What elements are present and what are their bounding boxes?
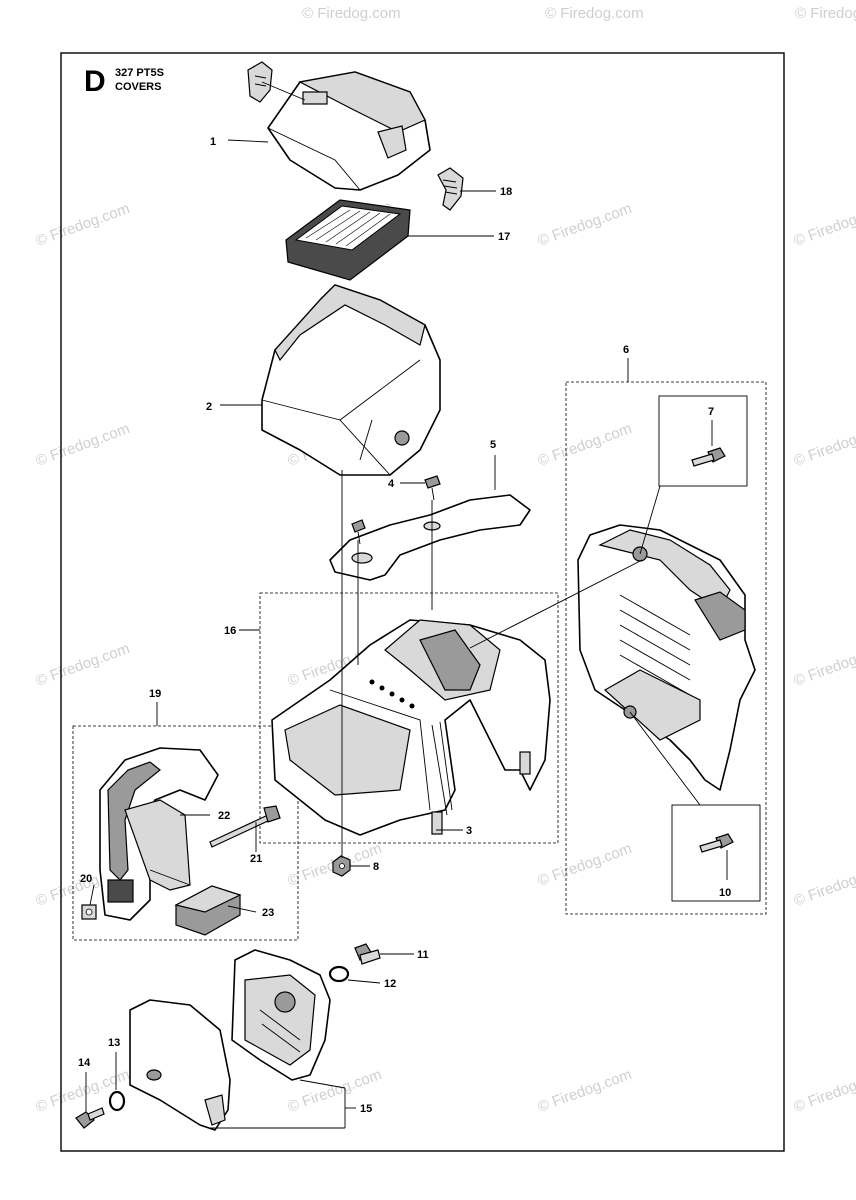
callout-1: 1 xyxy=(210,136,216,148)
filter-housing-part xyxy=(261,284,441,476)
air-filter-part xyxy=(285,199,411,281)
callout-7: 7 xyxy=(708,406,714,418)
callout-11: 11 xyxy=(417,949,429,961)
callout-10: 10 xyxy=(719,887,731,899)
clamp-part-23 xyxy=(174,885,242,936)
model-number: 327 PT5S xyxy=(115,67,164,79)
callout-6: 6 xyxy=(623,344,629,356)
callout-22: 22 xyxy=(218,810,230,822)
cylinder-cover-part xyxy=(271,619,551,836)
box-part-10 xyxy=(671,804,761,902)
watermark: © Firedog.com xyxy=(536,420,634,470)
watermark: © Firedog.com xyxy=(792,420,856,470)
callout-3: 3 xyxy=(466,825,472,837)
watermark: © Firedog.com xyxy=(34,200,132,250)
o-ring-part-12 xyxy=(328,965,350,983)
callout-16: 16 xyxy=(224,625,236,637)
nut-part-20 xyxy=(81,904,97,920)
rear-cover-part xyxy=(577,524,756,791)
callout-13: 13 xyxy=(108,1037,120,1049)
callout-2: 2 xyxy=(206,401,212,413)
screw-part-4 xyxy=(424,475,441,501)
watermark: © Firedog.com xyxy=(792,1066,856,1116)
callout-23: 23 xyxy=(262,907,274,919)
screw-part-7 xyxy=(691,447,726,467)
handle-part-19 xyxy=(99,747,219,921)
watermark: © Firedog.com xyxy=(34,640,132,690)
callout-15: 15 xyxy=(360,1103,372,1115)
bolt-part-11 xyxy=(354,943,381,965)
callout-19: 19 xyxy=(149,688,161,700)
callout-labels: 1 2 3 4 5 6 7 8 10 11 12 13 14 15 16 17 … xyxy=(78,136,731,1115)
callout-20: 20 xyxy=(80,873,92,885)
box-part-7 xyxy=(658,395,748,487)
clip-part-18 xyxy=(437,167,464,211)
callout-8: 8 xyxy=(373,861,379,873)
watermark: © Firedog.com xyxy=(536,200,634,250)
callout-5: 5 xyxy=(490,439,496,451)
callout-14: 14 xyxy=(78,1057,91,1069)
callout-4: 4 xyxy=(388,478,395,490)
callout-12: 12 xyxy=(384,978,396,990)
page-title: COVERS xyxy=(115,81,161,93)
screw-part xyxy=(351,519,366,545)
watermark: © Firedog.com xyxy=(792,860,856,910)
watermark: © Firedog.com xyxy=(536,840,634,890)
screw-part-10 xyxy=(699,833,734,853)
front-cover-part-15 xyxy=(129,999,231,1131)
watermark: © Firedog.com xyxy=(302,5,401,22)
callout-18: 18 xyxy=(500,186,512,198)
latch-part xyxy=(247,61,273,103)
callout-21: 21 xyxy=(250,853,262,865)
starter-cover-part-15 xyxy=(231,949,331,1081)
air-filter-cover-part xyxy=(267,71,431,191)
watermark: © Firedog.com xyxy=(536,1066,634,1116)
leader-lines xyxy=(85,81,728,1129)
screw-part-14 xyxy=(75,1107,105,1129)
bolt-part-21 xyxy=(209,805,281,848)
watermark: © Firedog.com xyxy=(792,200,856,250)
assembly-box-19 xyxy=(72,725,299,941)
assembly-box-6 xyxy=(565,381,767,915)
watermark: © Firedog.com xyxy=(792,640,856,690)
nut-part-8 xyxy=(332,855,351,877)
o-ring-part-13 xyxy=(108,1090,126,1112)
assembly-box-16 xyxy=(259,592,559,844)
section-letter: D xyxy=(84,65,106,98)
watermark: © Firedog.com xyxy=(34,420,132,470)
callout-17: 17 xyxy=(498,231,510,243)
page-border xyxy=(60,52,785,1152)
watermark: © Firedog.com xyxy=(795,5,856,22)
bracket-part xyxy=(329,494,531,581)
watermark: © Firedog.com xyxy=(545,5,644,22)
